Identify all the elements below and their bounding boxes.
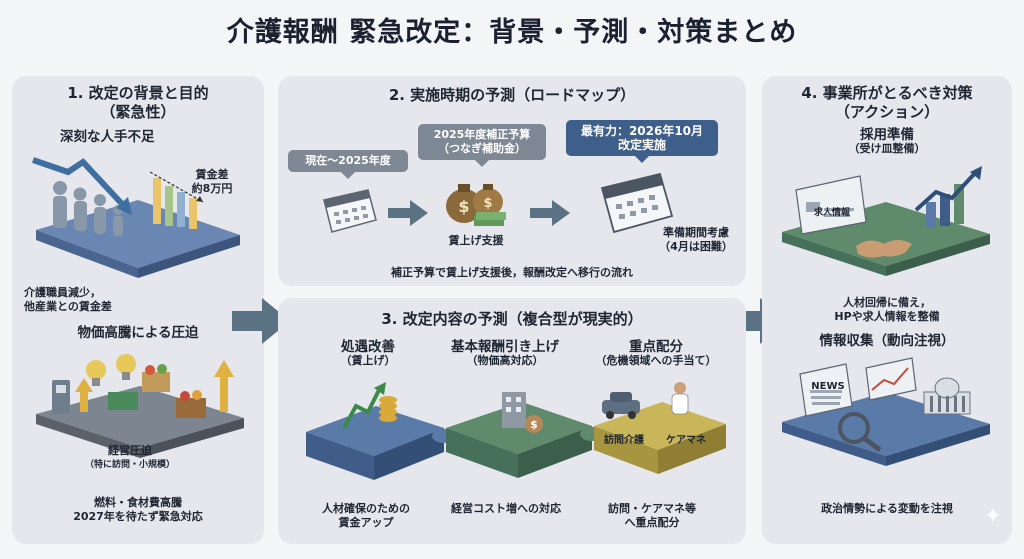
section2-title: 2. 実施時期の予測（ロードマップ） bbox=[388, 86, 636, 104]
sparkle-icon: ✦ bbox=[983, 504, 1002, 529]
job-sign-label: 求人情報 bbox=[813, 208, 850, 218]
visit-care-label: 訪問介護 bbox=[604, 435, 644, 446]
piece1-caption: 人材確保のための 賃金アップ bbox=[306, 502, 426, 530]
section1-title: 1. 改定の背景と目的 （緊急性） bbox=[12, 84, 264, 122]
panel-actions bbox=[762, 76, 1012, 544]
money-bag-icon: $ $ bbox=[446, 184, 506, 226]
section3-title: 3. 改定内容の予測（複合型が現実的） bbox=[381, 310, 643, 328]
hiring-caption: 人材回帰に備え， HPや求人情報を整備 bbox=[762, 296, 1012, 324]
calendar-icon bbox=[323, 189, 377, 233]
prep-label-line1: 準備期間考慮 bbox=[663, 226, 729, 239]
pressure-label: 経営圧迫 （特に訪問・小規模） bbox=[74, 444, 186, 472]
panel-roadmap bbox=[278, 76, 746, 286]
callout-budget: 2025年度補正予算 （つなぎ補助金） bbox=[418, 124, 546, 167]
section1-title-line2: （緊急性） bbox=[100, 103, 176, 121]
section1-footer: 燃料・食材費高騰 2027年を待たず緊急対応 bbox=[12, 496, 264, 524]
piece2-label: 基本報酬引き上げ （物価高対応） bbox=[440, 340, 570, 368]
calendar-large-icon bbox=[600, 172, 674, 234]
page-title: 介護報酬 緊急改定：背景・予測・対策まとめ bbox=[226, 17, 798, 48]
section4-title-line2: （アクション） bbox=[834, 103, 940, 121]
care-manager-label: ケアマネ bbox=[666, 435, 706, 446]
shortage-label: 深刻な人手不足 bbox=[60, 129, 155, 145]
piece1-label-line2: （賃上げ） bbox=[340, 354, 396, 367]
hiring-heading: 採用準備 （受け皿整備） bbox=[762, 128, 1012, 156]
roadmap-caption: 補正予算で賃上げ支援後，報酬改定へ移行の流れ bbox=[391, 266, 633, 279]
puzzle-illustration: $ bbox=[306, 382, 726, 480]
svg-text:$: $ bbox=[458, 197, 469, 216]
callout-likely-line2: 改定実施 bbox=[617, 138, 666, 152]
section1-footer-line1: 燃料・食材費高騰 bbox=[94, 496, 182, 509]
piece3-label-line1: 重点配分 bbox=[629, 339, 683, 355]
piece2-caption: 経営コスト増への対応 bbox=[451, 502, 561, 515]
svg-text:$: $ bbox=[483, 196, 492, 211]
wage-support-label: 賃上げ支援 bbox=[448, 234, 504, 247]
info-caption: 政治情勢による変動を注視 bbox=[821, 502, 953, 515]
prep-label-line2: （4月は困難） bbox=[659, 240, 733, 253]
info-heading: 情報収集（動向注視） bbox=[819, 333, 955, 349]
piece3-caption-line1: 訪問・ケアマネ等 bbox=[608, 502, 696, 515]
pressure-label-line2: （特に訪問・小規模） bbox=[84, 460, 175, 470]
section4-title: 4. 事業所がとるべき対策 （アクション） bbox=[762, 84, 1012, 122]
callout-likely: 最有力：2026年10月 改定実施 bbox=[566, 120, 718, 163]
piece1-caption-line2: 賃金アップ bbox=[338, 516, 394, 529]
piece2-label-line1: 基本報酬引き上げ bbox=[451, 339, 559, 355]
callout-now: 現在〜2025年度 bbox=[288, 150, 408, 179]
flow-arrow-1-to-3 bbox=[232, 298, 290, 344]
piece3-caption-line2: へ重点配分 bbox=[624, 516, 680, 529]
wage-gap-label-line1: 賃金差 bbox=[195, 168, 229, 181]
panel-background-rationale bbox=[12, 76, 264, 544]
piece1-label: 処遇改善 （賃上げ） bbox=[318, 340, 418, 368]
piece2-label-line2: （物価高対応） bbox=[466, 354, 544, 367]
shortage-caption-line1: 介護職員減少， bbox=[24, 286, 101, 299]
news-sign-label: NEWS bbox=[811, 381, 845, 392]
price-pressure-illustration bbox=[36, 354, 244, 458]
roadmap-arrow-2 bbox=[530, 200, 570, 226]
callout-likely-line1: 最有力：2026年10月 bbox=[580, 124, 704, 138]
hiring-illustration bbox=[782, 166, 990, 276]
piece1-label-line1: 処遇改善 bbox=[341, 339, 395, 355]
svg-text:$: $ bbox=[530, 418, 538, 431]
wage-gap-label-line2: 約8万円 bbox=[191, 182, 233, 195]
information-illustration bbox=[782, 357, 990, 466]
shortage-caption-line2: 他産業との賃金差 bbox=[24, 300, 112, 313]
prep-label: 準備期間考慮 （4月は困難） bbox=[654, 226, 738, 254]
piece1-caption-line1: 人材確保のための bbox=[322, 502, 410, 515]
callout-budget-line1: 2025年度補正予算 bbox=[433, 128, 531, 141]
shortage-caption: 介護職員減少， 他産業との賃金差 bbox=[24, 286, 154, 314]
callout-budget-line2: （つなぎ補助金） bbox=[438, 142, 526, 155]
section1-footer-line2: 2027年を待たず緊急対応 bbox=[73, 510, 203, 523]
roadmap-arrow-1 bbox=[388, 200, 428, 226]
price-heading: 物価高騰による圧迫 bbox=[77, 325, 199, 341]
worker-decline-illustration bbox=[32, 157, 240, 278]
hiring-heading-line1: 採用準備 bbox=[860, 127, 914, 143]
pressure-label-line1: 経営圧迫 bbox=[108, 444, 152, 457]
piece3-label-line2: （危機領域への手当て） bbox=[595, 354, 717, 367]
section4-title-line1: 4. 事業所がとるべき対策 bbox=[801, 84, 973, 102]
wage-gap-label: 賃金差 約8万円 bbox=[182, 168, 242, 196]
piece3-caption: 訪問・ケアマネ等 へ重点配分 bbox=[592, 502, 712, 530]
section1-title-line1: 1. 改定の背景と目的 bbox=[67, 84, 209, 102]
hiring-caption-line1: 人材回帰に備え， bbox=[843, 296, 931, 309]
hiring-heading-line2: （受け皿整備） bbox=[848, 142, 926, 155]
hiring-caption-line2: HPや求人情報を整備 bbox=[834, 310, 940, 323]
piece3-label: 重点配分 （危機領域への手当て） bbox=[586, 340, 726, 368]
